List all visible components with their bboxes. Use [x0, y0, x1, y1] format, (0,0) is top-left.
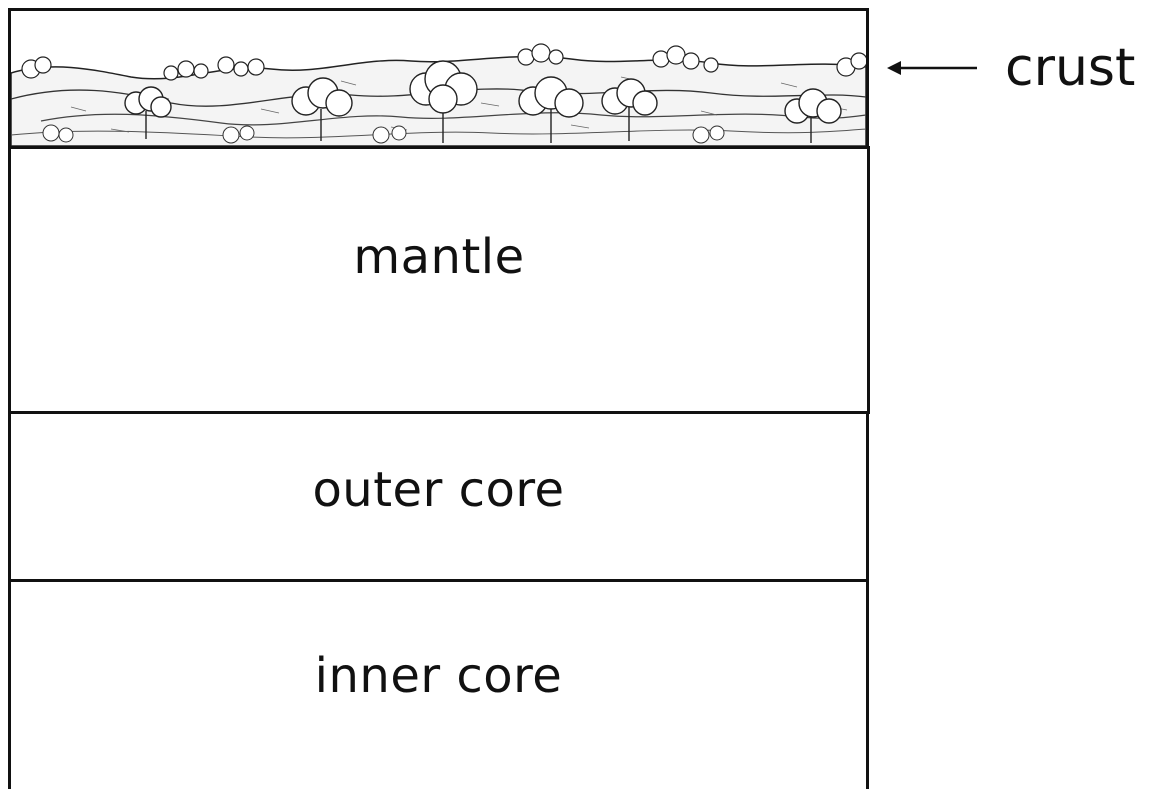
mantle-label: mantle: [353, 229, 525, 285]
crust-callout: crust: [885, 36, 1147, 100]
inner-core-layer: inner core: [8, 579, 869, 789]
outer-core-layer: outer core: [8, 411, 869, 582]
mantle-layer: mantle: [8, 146, 870, 414]
inner-core-label: inner core: [314, 648, 563, 704]
outer-core-label: outer core: [312, 462, 565, 518]
arrow-left-icon: [887, 61, 977, 75]
crust-layer: [8, 8, 869, 149]
crust-label: crust: [1005, 38, 1136, 98]
landscape-illustration-icon: [11, 43, 866, 146]
earth-layers-diagram: mantle outer core inner core crust: [8, 8, 1147, 789]
